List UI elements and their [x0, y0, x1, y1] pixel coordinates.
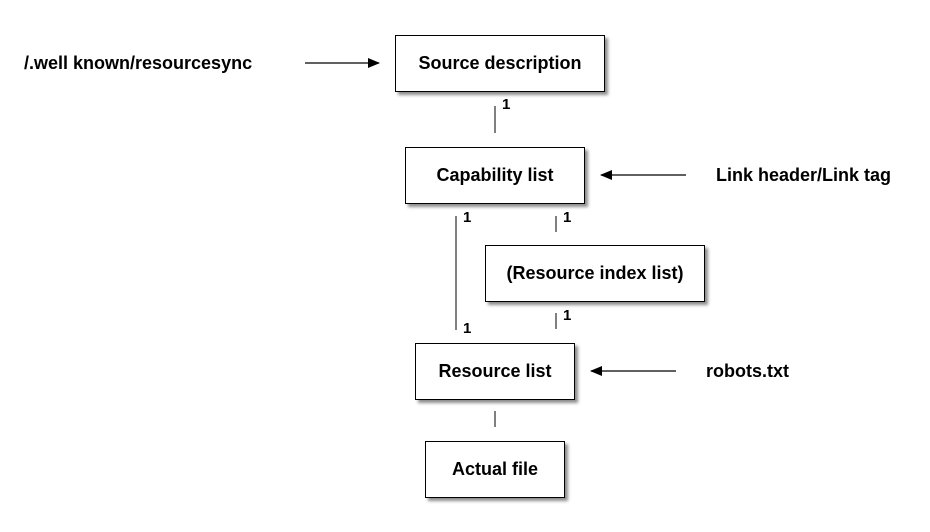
- multiplicity-capability-to-resource-list: 1: [463, 209, 472, 226]
- source-description-label: Source description: [418, 53, 582, 73]
- capability-list-label: Capability list: [436, 165, 554, 185]
- link-header-label: Link header/Link tag: [716, 165, 892, 185]
- multiplicity-capability-to-index: 1: [563, 209, 572, 226]
- resource-list-label: Resource list: [438, 361, 552, 381]
- actual-file-label: Actual file: [451, 459, 539, 479]
- multiplicity-source-to-capability: 1: [502, 96, 511, 113]
- multiplicity-index-to-resource-list: 1: [563, 307, 572, 324]
- source-description-node: Source description: [395, 35, 605, 92]
- capability-list-node: Capability list: [405, 147, 585, 204]
- resource-index-list-label: (Resource index list): [506, 263, 684, 283]
- actual-file-node: Actual file: [425, 441, 565, 498]
- multiplicity-resource-list-from-capability: 1: [463, 320, 472, 337]
- well-known-label: /.well known/resourcesync: [24, 53, 253, 73]
- resource-list-node: Resource list: [415, 343, 575, 400]
- robots-label: robots.txt: [706, 361, 789, 381]
- resource-index-list-node: (Resource index list): [485, 245, 705, 302]
